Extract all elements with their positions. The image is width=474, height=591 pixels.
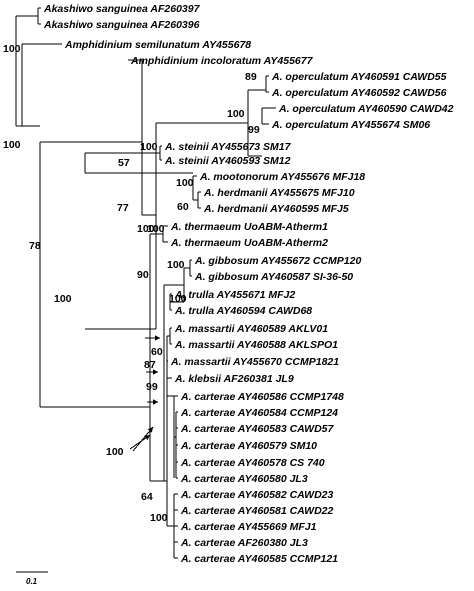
taxon-label: Akashiwo sanguinea AF260397: [43, 3, 201, 15]
node-arrow-shaft: [132, 426, 154, 452]
taxon-label: A. massartii AY460588 AKLSPO1: [174, 339, 338, 351]
taxon-label: A. steinii AY460593 SM12: [164, 155, 291, 167]
taxon-label: A. carterae AY460585 CCMP121: [180, 553, 338, 565]
taxon-label: Amphidinium semilunatum AY455678: [64, 39, 251, 51]
taxon-label: A. mootonorum AY455676 MFJ18: [199, 171, 365, 183]
taxon-label: A. herdmanii AY455675 MFJ10: [203, 187, 355, 199]
bootstrap-value: 100: [137, 223, 155, 235]
bootstrap-value: 100: [3, 139, 21, 151]
bootstrap-value: 90: [137, 269, 149, 281]
bootstrap-value: 99: [146, 381, 158, 393]
taxon-label: A. operculatum AY460592 CAWD56: [271, 87, 447, 99]
taxon-label: A. carterae AY460578 CS 740: [180, 457, 325, 469]
taxon-label: A. thermaeum UoABM-Atherm2: [170, 237, 328, 249]
taxon-label: A. klebsii AF260381 JL9: [174, 373, 294, 385]
bootstrap-value: 100: [140, 141, 158, 153]
bootstrap-value: 100: [176, 177, 194, 189]
taxon-label: A. carterae AY460583 CAWD57: [180, 423, 334, 435]
taxon-label: A. herdmanii AY460595 MFJ5: [203, 203, 349, 215]
taxon-label: A. carterae AY460586 CCMP1748: [180, 391, 344, 403]
taxon-label: A. carterae AY460584 CCMP124: [180, 407, 338, 419]
taxon-label: A. operculatum AY455674 SM06: [271, 119, 430, 131]
bootstrap-value: 100: [3, 43, 21, 55]
bootstrap-value: 64: [141, 491, 153, 503]
taxon-label: A. carterae AF260380 JL3: [180, 537, 308, 549]
bootstrap-value: 78: [29, 240, 41, 252]
bootstrap-value: 100: [147, 223, 165, 235]
taxon-label: Amphidinium incoloratum AY455677: [130, 55, 314, 67]
bootstrap-labels: 1008910099571007710060100100781009010010…: [3, 43, 260, 524]
bootstrap-value: 100: [106, 446, 124, 458]
taxon-label: A. trulla AY460594 CAWD68: [174, 305, 312, 317]
node-arrow-head: [147, 427, 153, 433]
bootstrap-value: 99: [248, 124, 260, 136]
taxon-label: A. operculatum AY460591 CAWD55: [271, 71, 447, 83]
taxon-label: A. steinii AY455673 SM17: [164, 141, 292, 153]
bootstrap-value: 60: [177, 201, 189, 213]
bootstrap-value: 100: [227, 108, 245, 120]
taxon-label: A. thermaeum UoABM-Atherm1: [170, 221, 328, 233]
bootstrap-value: 100: [150, 512, 168, 524]
bootstrap-value: 87: [144, 359, 156, 371]
taxon-label: A. gibbosum AY455672 CCMP120: [194, 255, 361, 267]
taxon-label: A. massartii AY455670 CCMP1821: [170, 356, 339, 368]
taxon-label: A. carterae AY460580 JL3: [180, 473, 308, 485]
bootstrap-value: 100: [54, 293, 72, 305]
bootstrap-value: 100: [167, 259, 185, 271]
taxon-label: A. gibbosum AY460587 SI-36-50: [194, 271, 353, 283]
taxon-label: A. trulla AY455671 MFJ2: [174, 289, 295, 301]
taxon-label: A. carterae AY455669 MFJ1: [180, 521, 317, 533]
taxon-label: A. massartii AY460589 AKLV01: [174, 323, 328, 335]
node-arrow-head: [153, 399, 158, 405]
bootstrap-value: 60: [151, 346, 163, 358]
bootstrap-value: 57: [118, 157, 130, 169]
node-arrow-head: [155, 335, 160, 341]
scale-bar: 0.1: [16, 571, 48, 586]
taxon-label: A. carterae AY460579 SM10: [180, 440, 317, 452]
tree-branches: [15, 7, 276, 559]
bootstrap-value: 100: [169, 293, 187, 305]
scale-bar-label: 0.1: [26, 577, 38, 586]
bootstrap-value: 89: [245, 71, 257, 83]
taxon-label: A. carterae AY460582 CAWD23: [180, 489, 333, 501]
node-arrow-head: [153, 369, 158, 375]
taxon-label: A. carterae AY460581 CAWD22: [180, 505, 333, 517]
taxon-label: Akashiwo sanguinea AF260396: [43, 19, 200, 31]
taxon-label: A. operculatum AY460590 CAWD42: [278, 103, 454, 115]
bootstrap-value: 77: [117, 202, 129, 214]
node-arrow-head: [144, 435, 150, 441]
node-arrows: [144, 335, 160, 441]
